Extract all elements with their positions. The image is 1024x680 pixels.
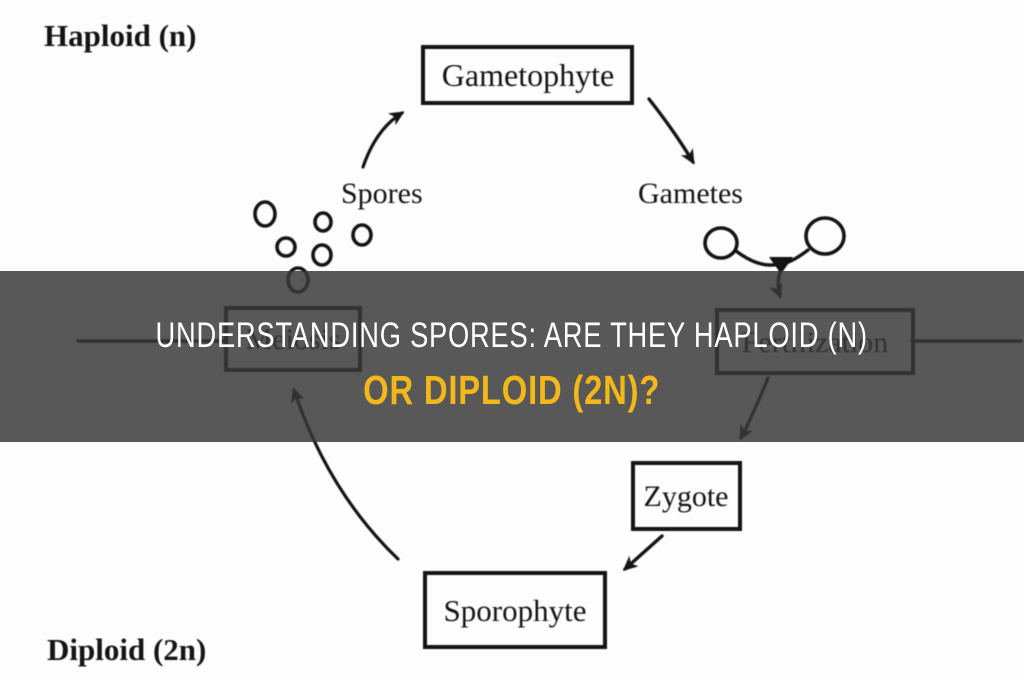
title-line-2-text: OR DIPLOID (2N)? [363,367,661,413]
spores-label: Spores [341,177,423,210]
gametophyte-to-gametes-arrow [647,97,695,165]
gamete-circles [703,216,846,260]
title-line-1: UNDERSTANDING SPORES: ARE THEY HAPLOID (… [0,318,1024,353]
sporophyte-box [423,571,607,649]
spores-to-gametophyte-arrow [361,111,405,169]
zygote-node: Zygote [631,461,742,531]
gametophyte-label: Gametophyte [442,57,614,93]
haploid-phase-label: Haploid (n) [44,18,196,53]
title-banner: UNDERSTANDING SPORES: ARE THEY HAPLOID (… [0,271,1024,442]
zygote-label: Zygote [644,480,729,513]
sporophyte-node: Sporophyte [423,571,607,649]
gametes-label: Gametes [638,177,743,210]
title-line-1-text: UNDERSTANDING SPORES: ARE THEY HAPLOID (… [155,316,869,355]
diploid-phase-label: Diploid (2n) [47,632,206,667]
zygote-box [631,461,742,531]
title-line-2: OR DIPLOID (2N)? [0,370,1024,411]
gametophyte-box [421,45,634,105]
sporophyte-label: Sporophyte [444,593,587,628]
gametophyte-node: Gametophyte [421,45,634,105]
zygote-to-sporophyte-arrow [622,534,664,571]
